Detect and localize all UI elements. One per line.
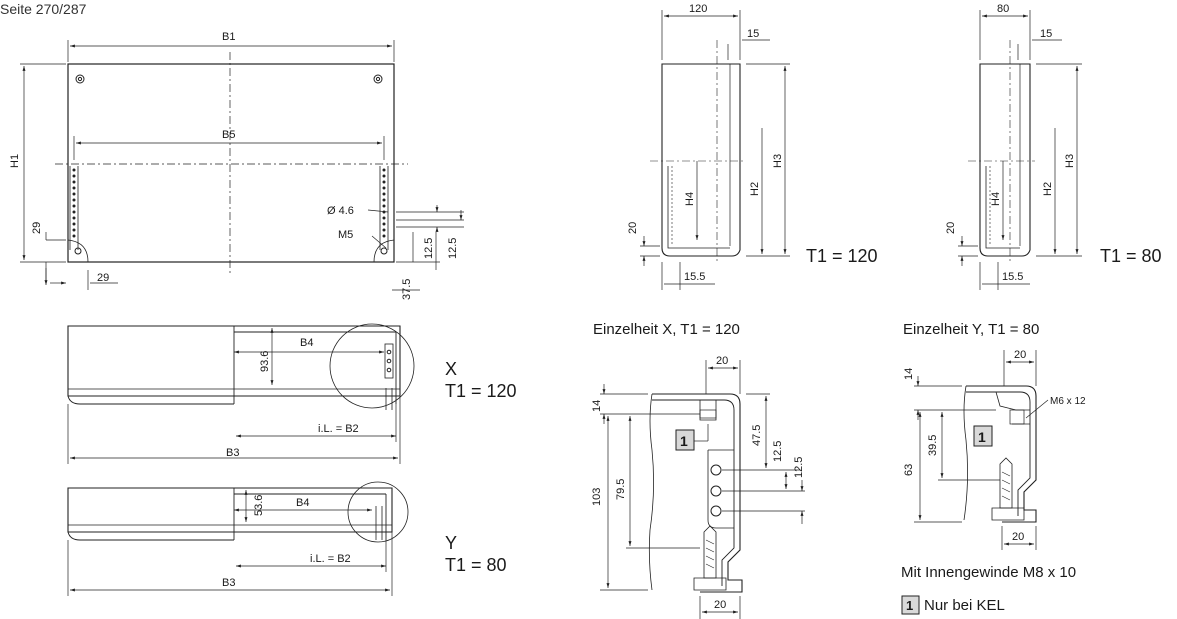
title-detail-x: Einzelheit X, T1 = 120 <box>593 321 740 338</box>
dim-detail-y-39-5: 39.5 <box>927 435 939 456</box>
hole-row-right <box>373 166 395 263</box>
dim-h3-80: H3 <box>1064 154 1076 168</box>
dim-detail-x-12-5-a: 12.5 <box>772 441 784 462</box>
label-side-t1-120: T1 = 120 <box>806 246 878 266</box>
dim-15-side-80: 15 <box>1040 28 1052 40</box>
marker-box-detail-y <box>973 425 993 447</box>
note-marker-box <box>901 595 920 615</box>
dim-h4-120: H4 <box>684 192 696 206</box>
dim-20-side-80: 20 <box>945 222 957 234</box>
dim-29-vertical: 29 <box>31 222 43 234</box>
dim-detail-x-47-5: 47.5 <box>751 425 763 446</box>
dim-h2-80: H2 <box>1042 182 1054 196</box>
dim-29-horizontal: 29 <box>97 272 109 284</box>
dim-93-6: 93.6 <box>259 351 271 372</box>
dim-12-5-b: 12.5 <box>447 238 459 259</box>
detail-x-drawing <box>600 360 805 619</box>
label-side-t1-80: T1 = 80 <box>1100 246 1162 266</box>
label-detail-x: X <box>445 359 457 379</box>
page-number: Seite 270/287 <box>0 1 87 17</box>
dim-h3-120: H3 <box>772 154 784 168</box>
dim-15-5-side-80: 15.5 <box>1002 271 1023 283</box>
dim-il-b2-x: i.L. = B2 <box>318 423 359 435</box>
dim-15-5-side-120: 15.5 <box>684 271 705 283</box>
dim-120-width: 120 <box>689 3 707 15</box>
dim-detail-x-79-5: 79.5 <box>615 479 627 500</box>
side-view-80 <box>958 10 1082 290</box>
dim-h1: H1 <box>9 154 21 168</box>
hole-row-left <box>67 166 89 263</box>
dim-15-side-120: 15 <box>747 28 759 40</box>
label-detail-y: Y <box>445 533 457 553</box>
dim-detail-y-20-bottom: 20 <box>1012 531 1024 543</box>
dim-20-side-120: 20 <box>627 222 639 234</box>
dim-b3-y: B3 <box>222 577 235 589</box>
dim-detail-y-20-top: 20 <box>1014 349 1026 361</box>
detail-y-drawing <box>914 350 1049 550</box>
top-view-y <box>67 481 409 596</box>
dim-53-6: 53.6 <box>253 495 265 516</box>
dim-detail-y-14: 14 <box>903 368 915 380</box>
dim-b4-y: B4 <box>296 497 309 509</box>
dim-37-5: 37.5 <box>401 279 413 300</box>
dim-detail-x-103: 103 <box>591 488 603 506</box>
top-view-x <box>67 323 415 464</box>
note-marker-number: 1 <box>906 598 913 613</box>
marker-number-detail-y: 1 <box>978 429 986 445</box>
marker-number-detail-x: 1 <box>680 433 688 449</box>
dim-b5: B5 <box>222 129 235 141</box>
dim-detail-x-14: 14 <box>591 400 603 412</box>
dim-detail-x-20-top: 20 <box>716 355 728 367</box>
dim-12-5-a: 12.5 <box>423 238 435 259</box>
note-internal-thread: Mit Innengewinde M8 x 10 <box>901 564 1076 581</box>
dim-b4-x: B4 <box>300 337 313 349</box>
dim-h2-120: H2 <box>749 182 761 196</box>
note-kel-only: Nur bei KEL <box>924 597 1005 614</box>
label-thread-m5: M5 <box>338 229 353 241</box>
front-view <box>20 40 464 291</box>
label-t1-120: T1 = 120 <box>445 381 517 401</box>
dim-80-width: 80 <box>997 3 1009 15</box>
label-t1-80: T1 = 80 <box>445 555 507 575</box>
dim-detail-y-63: 63 <box>903 464 915 476</box>
dim-detail-x-20-bottom: 20 <box>714 599 726 611</box>
side-view-120 <box>640 10 790 290</box>
dim-h4-80: H4 <box>990 192 1002 206</box>
label-hole-diameter: Ø 4.6 <box>327 205 354 217</box>
dim-b1: B1 <box>222 31 235 43</box>
label-screw-m6: M6 x 12 <box>1050 396 1086 407</box>
dim-b3-x: B3 <box>226 447 239 459</box>
dim-detail-x-12-5-b: 12.5 <box>793 457 805 478</box>
marker-box-detail-x <box>675 429 695 451</box>
dim-il-b2-y: i.L. = B2 <box>310 553 351 565</box>
title-detail-y: Einzelheit Y, T1 = 80 <box>903 321 1039 338</box>
